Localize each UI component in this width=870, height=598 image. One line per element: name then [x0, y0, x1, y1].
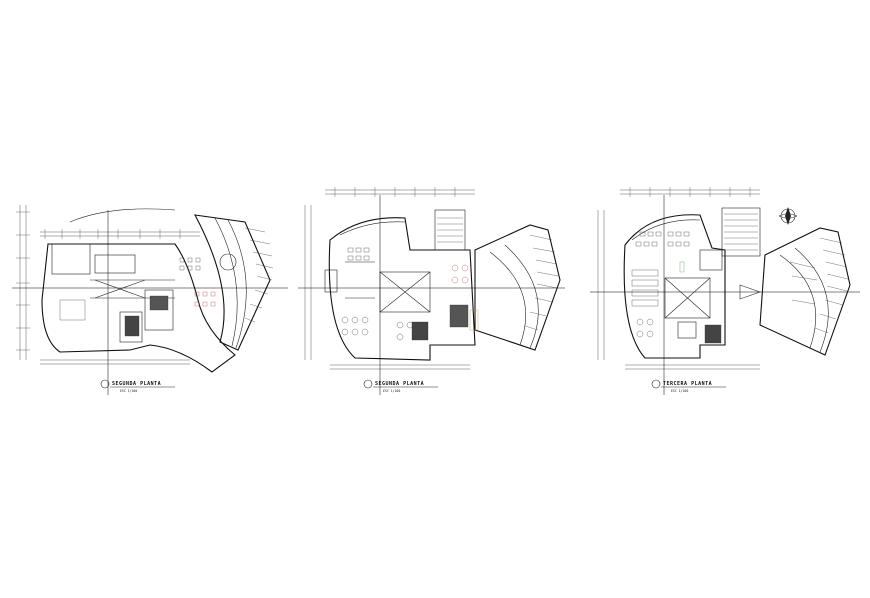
plan-scale: ESC 1/100 [671, 389, 688, 393]
floor-plan-3: TERCERA PLANTA ESC 1/100 [590, 187, 860, 395]
plan-title: TERCERA PLANTA [663, 381, 712, 387]
interior-rooms [51, 243, 237, 343]
dimension-lines-top [620, 187, 760, 197]
plan-title: SEGUNDA PLANTA [375, 381, 424, 387]
furniture-blocks [341, 247, 479, 341]
fan-wing [759, 227, 851, 356]
building-outline [623, 214, 726, 359]
plan-scale: ESC 1/100 [383, 389, 400, 393]
dimension-lines-left [16, 205, 30, 360]
building-outline [328, 217, 476, 361]
furniture-blocks [59, 257, 216, 337]
furniture-blocks [631, 231, 722, 344]
fan-wing [474, 224, 561, 351]
fan-wing [194, 214, 274, 351]
building-outline [41, 243, 236, 373]
dimension-lines-bottom [625, 364, 760, 370]
plan-title-block: TERCERA PLANTA ESC 1/100 [651, 379, 726, 393]
floor-plan-1: SEGUNDA PLANTA ESC 1/100 [12, 205, 288, 395]
plan-scale: ESC 1/100 [120, 389, 137, 393]
north-arrow-icon [778, 207, 798, 225]
interior-rooms [324, 261, 431, 313]
interior-rooms [664, 249, 761, 339]
dimension-lines-bottom [330, 364, 470, 370]
plan-title: SEGUNDA PLANTA [112, 381, 161, 387]
dimension-lines-left [304, 205, 312, 360]
dimension-lines-top [40, 229, 200, 239]
dimension-lines-bottom [40, 359, 190, 365]
dimension-lines-top [325, 187, 475, 197]
plan-title-block: SEGUNDA PLANTA ESC 1/100 [363, 379, 438, 393]
dimension-lines-left [597, 210, 605, 360]
floor-plan-2: SEGUNDA PLANTA ESC 1/100 [298, 187, 565, 395]
plan-title-block: SEGUNDA PLANTA ESC 1/100 [100, 379, 175, 393]
